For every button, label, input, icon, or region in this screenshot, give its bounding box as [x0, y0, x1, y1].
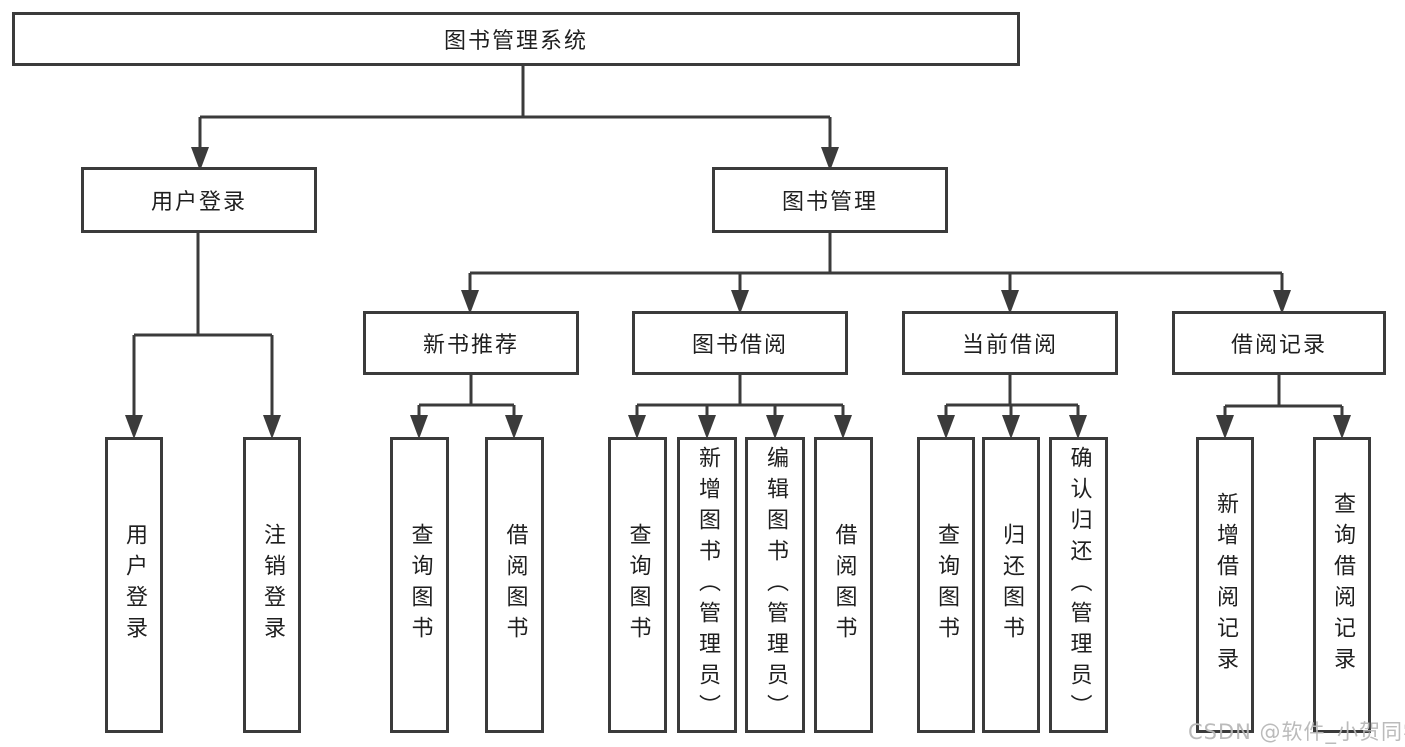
leaf-br-query-record-label: 查询借阅记录	[1330, 492, 1355, 678]
node-borrow-record-label: 借阅记录	[1230, 333, 1327, 358]
leaf-bb-edit-book: 编辑图书（管理员）	[745, 437, 805, 733]
leaf-bb-query-book: 查询图书	[608, 437, 667, 733]
leaf-bb-query-book-label: 查询图书	[625, 523, 651, 647]
leaf-cb-query-book: 查询图书	[917, 437, 975, 733]
leaf-bb-add-book-label: 新增图书（管理员）	[695, 445, 720, 725]
node-borrow-record: 借阅记录	[1172, 311, 1386, 375]
leaf-cb-confirm-return-label: 确认归还（管理员）	[1066, 445, 1092, 725]
leaf-bb-add-book: 新增图书（管理员）	[677, 437, 737, 733]
leaf-logout-label: 注销登录	[260, 523, 285, 647]
leaf-rec-borrow-book-label: 借阅图书	[502, 523, 528, 647]
leaf-cb-return-book-label: 归还图书	[999, 523, 1024, 647]
node-root-label: 图书管理系统	[443, 29, 588, 54]
node-current-borrow-label: 当前借阅	[961, 333, 1058, 358]
leaf-rec-query-book-label: 查询图书	[407, 523, 433, 647]
leaf-cb-return-book: 归还图书	[982, 437, 1040, 733]
node-book-mgmt-label: 图书管理	[781, 190, 878, 215]
leaf-rec-query-book: 查询图书	[390, 437, 449, 733]
node-book-mgmt: 图书管理	[712, 167, 948, 233]
leaf-bb-borrow-book: 借阅图书	[814, 437, 873, 733]
node-new-book-rec-label: 新书推荐	[422, 333, 519, 358]
node-user-login-label: 用户登录	[150, 190, 247, 215]
leaf-user-login: 用户登录	[105, 437, 163, 733]
leaf-cb-query-book-label: 查询图书	[934, 523, 959, 647]
leaf-rec-borrow-book: 借阅图书	[485, 437, 544, 733]
node-root: 图书管理系统	[12, 12, 1020, 66]
node-book-borrow: 图书借阅	[632, 311, 848, 375]
node-user-login: 用户登录	[81, 167, 317, 233]
leaf-br-add-record: 新增借阅记录	[1196, 437, 1254, 733]
leaf-br-add-record-label: 新增借阅记录	[1213, 492, 1238, 678]
leaf-cb-confirm-return: 确认归还（管理员）	[1049, 437, 1108, 733]
leaf-user-login-label: 用户登录	[122, 523, 147, 647]
leaf-logout: 注销登录	[243, 437, 301, 733]
node-new-book-rec: 新书推荐	[363, 311, 579, 375]
node-current-borrow: 当前借阅	[902, 311, 1118, 375]
csdn-watermark: CSDN @软件_小贺同学	[1188, 720, 1405, 744]
leaf-bb-edit-book-label: 编辑图书（管理员）	[763, 445, 788, 725]
node-book-borrow-label: 图书借阅	[691, 333, 788, 358]
leaf-br-query-record: 查询借阅记录	[1313, 437, 1371, 733]
leaf-bb-borrow-book-label: 借阅图书	[831, 523, 857, 647]
